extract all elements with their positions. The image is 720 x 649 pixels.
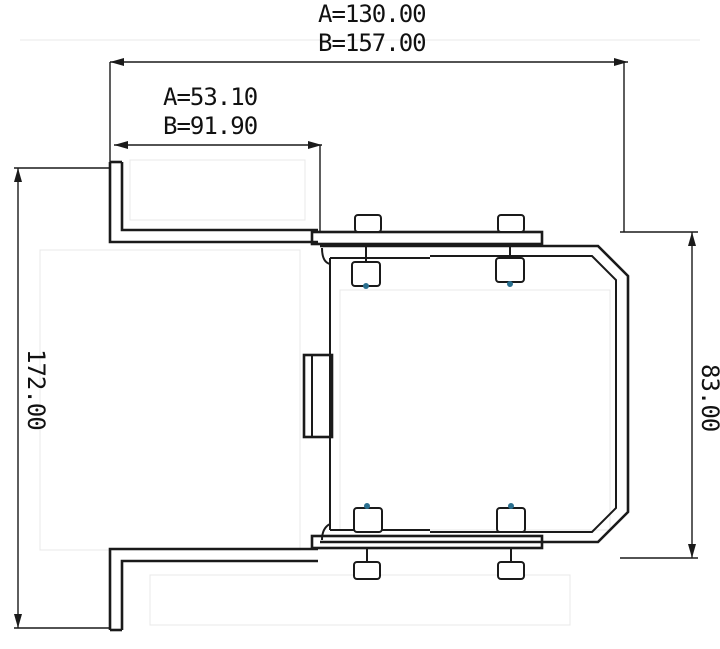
total-height-dimension: 172.00 [14, 167, 110, 629]
bolt-top-right [495, 214, 525, 287]
flange-width-b-label: B=91.90 [163, 112, 257, 140]
flange-width-dimension: A=53.10 B=91.90 [114, 83, 322, 232]
bolt-bottom-left [353, 503, 383, 580]
bracket-body [108, 160, 630, 632]
overall-width-b-label: B=157.00 [318, 29, 426, 57]
inner-height-dimension: 83.00 [620, 231, 720, 559]
inner-height-label: 83.00 [696, 364, 720, 431]
overall-width-dimension: A=130.00 B=157.00 [109, 0, 628, 232]
bolt-top-left [351, 214, 382, 289]
total-height-label: 172.00 [22, 349, 50, 430]
flange-width-a-label: A=53.10 [163, 83, 257, 111]
overall-width-a-label: A=130.00 [318, 0, 426, 28]
bolt-bottom-right [496, 503, 526, 580]
